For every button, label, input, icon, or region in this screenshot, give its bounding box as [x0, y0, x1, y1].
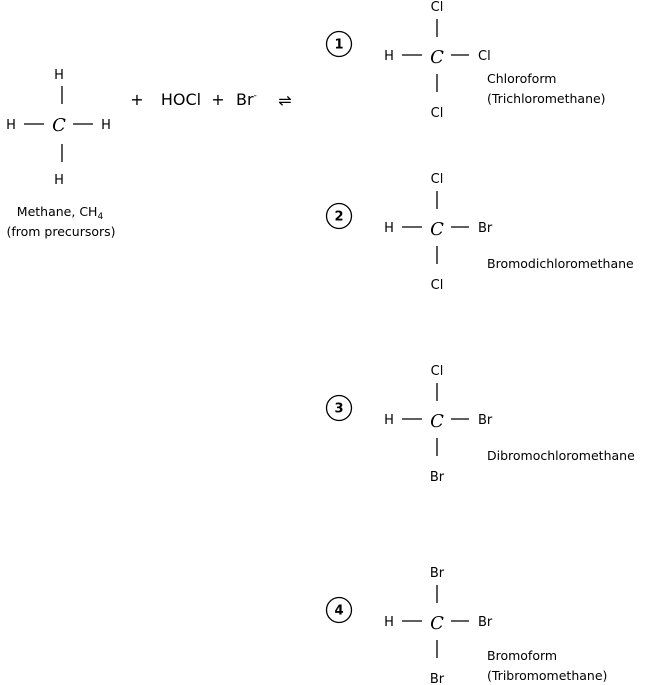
product-4-atom-center: C	[430, 613, 444, 634]
methane-source: (from precursors)	[6, 224, 115, 239]
product-number-circle	[325, 394, 353, 422]
product-3-atom-right: Br	[478, 413, 493, 428]
product-number: 4	[334, 604, 343, 619]
methane-atom-right: H	[101, 118, 111, 133]
equilibrium-arrow-icon: ⇌	[278, 91, 291, 110]
plus-sign-1: +	[130, 90, 143, 109]
product-number-circle	[325, 202, 353, 230]
product-4-atom-top: Br	[430, 566, 445, 581]
product-4-atom-right: Br	[478, 615, 493, 630]
reagent-hocl: HOCl	[161, 90, 201, 109]
methane-atom-bottom: H	[54, 173, 64, 188]
methane-atom-left: H	[6, 118, 16, 133]
product-4-atom-left: H	[384, 615, 394, 630]
plus-sign-2: +	[211, 90, 224, 109]
product-4-atom-bottom: Br	[430, 672, 445, 685]
product-1-name: Chloroform	[487, 71, 556, 86]
product-number: 3	[334, 402, 343, 417]
product-4-name: Bromoform	[487, 648, 557, 663]
product-1-atom-right: Cl	[478, 49, 491, 64]
methane-structure: H H C H H Methane, CH4 (from precursors)	[6, 68, 115, 239]
product-2-atom-center: C	[430, 219, 444, 240]
product-1-alt-name: (Trichloromethane)	[487, 91, 606, 106]
product-2-name: Bromodichloromethane	[487, 256, 634, 271]
product-1-atom-center: C	[430, 47, 444, 68]
product-1-atom-left: H	[384, 49, 394, 64]
product-3-atom-center: C	[430, 411, 444, 432]
product-3-atom-bottom: Br	[430, 470, 445, 485]
reagent-bromide: Br-	[236, 90, 257, 109]
product-4-alt-name: (Tribromomethane)	[487, 668, 607, 683]
product-2-atom-top: Cl	[431, 172, 444, 187]
methane-atom-top: H	[54, 68, 64, 83]
product-number-circle	[325, 30, 353, 58]
product-2-atom-bottom: Cl	[431, 278, 444, 293]
product-1-atom-top: Cl	[431, 0, 444, 15]
product-3-atom-top: Cl	[431, 364, 444, 379]
product-2-atom-right: Br	[478, 221, 493, 236]
product-number: 2	[334, 210, 343, 225]
product-1-atom-bottom: Cl	[431, 106, 444, 121]
product-number: 1	[334, 38, 343, 53]
product-2-atom-left: H	[384, 221, 394, 236]
product-number-circle	[325, 596, 353, 624]
methane-name: Methane, CH4	[17, 204, 104, 222]
reaction-equation: + HOCl + Br- ⇌	[130, 90, 291, 110]
product-3-atom-left: H	[384, 413, 394, 428]
product-3-name: Dibromochloromethane	[487, 448, 635, 463]
methane-atom-center: C	[52, 115, 66, 136]
